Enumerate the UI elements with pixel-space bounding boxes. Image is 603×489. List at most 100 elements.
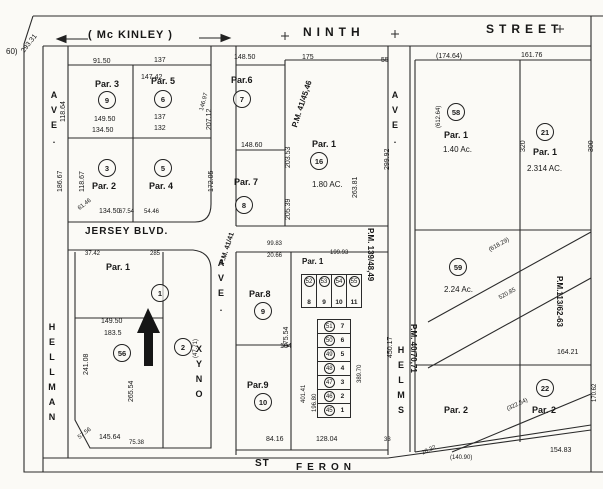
map-label: 134.50 bbox=[99, 208, 121, 215]
lot-circle-number: 52 bbox=[303, 276, 315, 287]
map-label: (140.90) bbox=[450, 455, 473, 461]
map-label: 207.12 bbox=[206, 108, 213, 130]
map-label: 148.50 bbox=[234, 54, 256, 61]
map-label: 128.04 bbox=[316, 436, 338, 443]
parcel-number-circle: 1 bbox=[151, 284, 169, 302]
lot-number: 11 bbox=[350, 299, 358, 306]
map-label: 263.81 bbox=[352, 176, 359, 198]
map-label: AVE. bbox=[216, 258, 226, 318]
lot-number: 4 bbox=[340, 365, 345, 372]
map-label: P.M.113/62-63 bbox=[555, 276, 564, 328]
lot-row: 45 1 bbox=[317, 403, 351, 418]
map-label: FERON bbox=[296, 462, 356, 473]
lot-circle-number: 55 bbox=[348, 276, 360, 287]
lot-row: 50 6 bbox=[317, 333, 351, 348]
lot-circle-number: 51 bbox=[323, 321, 335, 332]
map-label: 20.66 bbox=[267, 253, 283, 259]
map-label: 170.62 bbox=[592, 383, 598, 402]
street-arrows bbox=[55, 33, 232, 44]
map-label: (47.71) bbox=[193, 338, 199, 358]
map-label: 132 bbox=[154, 125, 166, 132]
map-label: 320 bbox=[520, 140, 527, 152]
lot-row: 49 5 bbox=[317, 347, 351, 362]
lot-circle-number: 49 bbox=[323, 349, 335, 360]
map-label: 37.42 bbox=[85, 251, 101, 257]
map-label: 299.92 bbox=[384, 148, 391, 170]
map-label: 300 bbox=[588, 140, 595, 152]
lot-number: 2 bbox=[340, 393, 345, 400]
map-label: 241.08 bbox=[83, 353, 90, 375]
map-label: HELMS bbox=[396, 345, 406, 420]
parcel-number-circle: 3 bbox=[98, 159, 116, 177]
map-label: 183.5 bbox=[104, 330, 122, 337]
lot-number: 1 bbox=[340, 407, 345, 414]
lot-row: 48 4 bbox=[317, 361, 351, 376]
map-label: Par. 7 bbox=[234, 177, 259, 187]
map-label: Par. 4 bbox=[149, 181, 174, 191]
map-label: 172.05 bbox=[208, 170, 215, 192]
parcel-number-circle: 9 bbox=[98, 91, 116, 109]
lot-cell: 54 10 bbox=[331, 274, 347, 308]
map-label: 145.64 bbox=[99, 434, 121, 441]
map-label: (174.64) bbox=[436, 53, 463, 60]
map-label: JERSEY BLVD. bbox=[85, 226, 169, 237]
map-label: 1.80 AC. bbox=[312, 180, 343, 189]
lot-row: 47 3 bbox=[317, 375, 351, 390]
map-label: P.M. 40/70,71 bbox=[409, 324, 418, 373]
lot-number: 3 bbox=[340, 379, 345, 386]
parcel-number-circle: 21 bbox=[536, 123, 554, 141]
map-label: 118.67 bbox=[79, 171, 86, 192]
survey-ticks bbox=[281, 25, 564, 40]
map-label: Par.9 bbox=[247, 380, 269, 390]
lot-cell: 55 11 bbox=[346, 274, 362, 308]
map-label: Par. 1 bbox=[302, 257, 324, 266]
parcel-number-circle: 16 bbox=[310, 152, 328, 170]
lot-circle-number: 53 bbox=[318, 276, 330, 287]
map-label: 55 bbox=[381, 57, 389, 64]
lot-circle-number: 47 bbox=[323, 377, 335, 388]
parcel-number-circle: 59 bbox=[449, 258, 467, 276]
lot-number: 9 bbox=[322, 299, 326, 306]
parcel-number-circle: 22 bbox=[536, 379, 554, 397]
map-label: Par. 1 bbox=[444, 130, 469, 140]
lot-circle-number: 54 bbox=[333, 276, 345, 287]
lot-number: 8 bbox=[307, 299, 311, 306]
map-label: 134.50 bbox=[92, 127, 114, 134]
map-label: ST bbox=[255, 458, 270, 469]
map-label: HELLMAN bbox=[47, 322, 57, 427]
map-label: 161.76 bbox=[521, 52, 543, 59]
north-arrow bbox=[137, 308, 160, 366]
map-label: 148.60 bbox=[241, 142, 263, 149]
map-label: Par. 2 bbox=[532, 405, 557, 415]
parcel-number-circle: 56 bbox=[113, 344, 131, 362]
map-label: Par. 1 bbox=[312, 139, 337, 149]
lot-row: 46 2 bbox=[317, 389, 351, 404]
map-label: 118.64 bbox=[60, 101, 67, 122]
lot-stack: 51 7 50 6 49 5 48 4 47 3 46 2 45 1 bbox=[317, 319, 351, 418]
parcel-number-circle: 7 bbox=[233, 90, 251, 108]
map-label: 450.17 bbox=[387, 336, 394, 358]
parcel-number-circle: 9 bbox=[254, 302, 272, 320]
map-label: 60) bbox=[6, 47, 18, 56]
lot-grid: 52 8 53 9 54 10 55 11 bbox=[301, 274, 362, 308]
parcel-number-circle: 2 bbox=[174, 338, 192, 356]
map-label: Par. 2 bbox=[92, 181, 117, 191]
map-label: (612.64) bbox=[436, 105, 442, 128]
map-label: 149.50 bbox=[101, 318, 123, 325]
parcel-number-circle: 8 bbox=[235, 196, 253, 214]
map-label: 99.83 bbox=[267, 241, 283, 247]
map-label: 203.53 bbox=[285, 146, 292, 168]
map-label: 54.46 bbox=[144, 209, 160, 215]
parcel-number-circle: 6 bbox=[154, 90, 172, 108]
lot-row: 51 7 bbox=[317, 319, 351, 334]
map-label: STREET bbox=[486, 22, 564, 36]
lot-circle-number: 46 bbox=[323, 391, 335, 402]
lot-circle-number: 50 bbox=[323, 335, 335, 346]
map-label: 205.39 bbox=[285, 198, 292, 220]
map-label: 2.314 AC. bbox=[527, 164, 563, 173]
lot-cell: 52 8 bbox=[301, 274, 317, 308]
lot-cell: 53 9 bbox=[316, 274, 332, 308]
map-label: 149.50 bbox=[94, 116, 116, 123]
